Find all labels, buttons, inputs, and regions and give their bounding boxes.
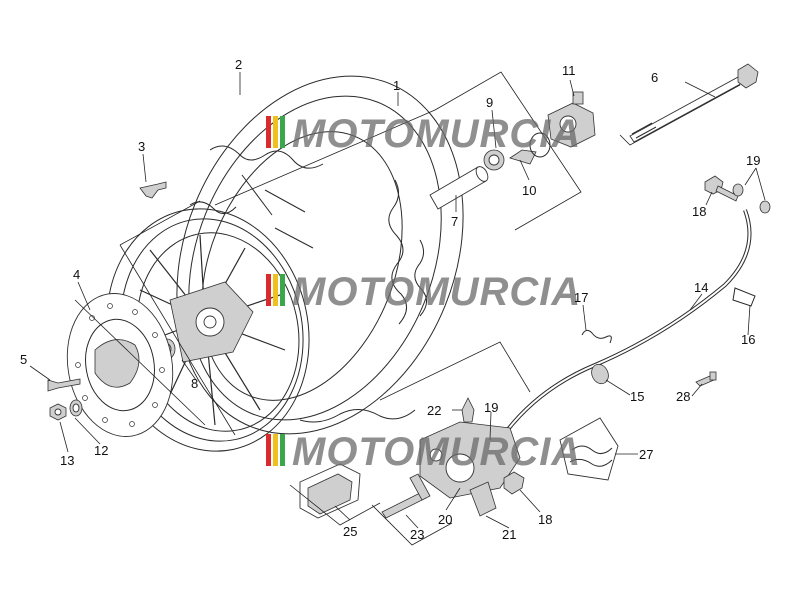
tyre <box>176 75 464 435</box>
brake-hose <box>498 209 752 442</box>
watermark-text: MOTOMURCIA <box>292 112 581 156</box>
wheel-bearing <box>483 149 505 171</box>
callout-11: 11 <box>562 63 576 78</box>
watermark-middle: MOTOMURCIA <box>266 270 581 314</box>
callout-9: 9 <box>486 95 493 110</box>
callout-25: 25 <box>343 524 357 539</box>
brake-caliper <box>419 421 521 499</box>
disc-screw <box>47 378 81 392</box>
callout-8: 8 <box>191 376 198 391</box>
callout-19-bottom: 19 <box>484 400 498 415</box>
callout-15: 15 <box>630 389 644 404</box>
wheel-spacer <box>429 166 489 210</box>
callout-7: 7 <box>451 214 458 229</box>
hose-grommet <box>591 363 609 385</box>
brake-disc <box>66 293 174 437</box>
callout-23: 23 <box>410 527 424 542</box>
watermark-top: MOTOMURCIA <box>266 112 581 156</box>
callout-6: 6 <box>651 70 658 85</box>
assembly-guide-lines <box>74 71 741 546</box>
bleed-screw <box>461 397 475 423</box>
retaining-spring <box>581 329 612 344</box>
axle-nut <box>49 399 83 421</box>
callout-27: 27 <box>639 447 653 462</box>
callout-20: 20 <box>438 512 452 527</box>
hose-clip <box>732 287 756 307</box>
callout-18-top: 18 <box>692 204 706 219</box>
caliper-bracket <box>469 481 497 517</box>
callout-19-top: 19 <box>746 153 760 168</box>
pad-pin-kit <box>381 473 431 519</box>
brake-pad-kit-box <box>559 417 619 481</box>
hose-screw <box>695 371 717 387</box>
callout-numbers: 2 1 3 4 5 6 7 8 9 10 11 12 13 14 15 16 1… <box>20 57 760 542</box>
callout-5: 5 <box>20 352 27 367</box>
rim <box>106 208 310 452</box>
wheel-axle <box>629 63 759 143</box>
callout-28: 28 <box>676 389 690 404</box>
callout-3: 3 <box>138 139 145 154</box>
callout-18-bottom: 18 <box>538 512 552 527</box>
callout-2: 2 <box>235 57 242 72</box>
copper-washers <box>732 183 771 214</box>
callout-21: 21 <box>502 527 516 542</box>
callout-10: 10 <box>522 183 536 198</box>
callout-13: 13 <box>60 453 74 468</box>
callout-1: 1 <box>393 78 400 93</box>
callout-14: 14 <box>694 280 708 295</box>
callout-17: 17 <box>574 290 588 305</box>
watermark-text: MOTOMURCIA <box>292 430 581 474</box>
speedometer-drive-unit <box>547 91 596 148</box>
callout-16: 16 <box>741 332 755 347</box>
watermark-text: MOTOMURCIA <box>292 270 581 314</box>
watermark-bottom: MOTOMURCIA <box>266 430 581 474</box>
caliper-bolt <box>503 471 525 495</box>
callout-12: 12 <box>94 443 108 458</box>
tyre-valve <box>139 181 167 199</box>
callout-leaders <box>29 72 766 529</box>
banjo-bolt <box>704 175 739 202</box>
callout-4: 4 <box>73 267 80 282</box>
callout-22: 22 <box>427 403 441 418</box>
